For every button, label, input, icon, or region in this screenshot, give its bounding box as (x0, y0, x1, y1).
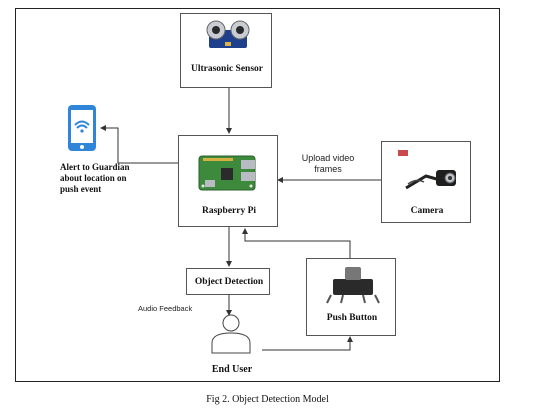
ultrasonic-sensor-label: Ultrasonic Sensor (190, 64, 264, 74)
raspberry-pi-node: Raspberry Pi (178, 135, 278, 227)
raspberry-pi-board-icon (198, 155, 256, 191)
edge-pi-to-phone (100, 125, 178, 164)
object-detection-node: Object Detection (186, 268, 270, 295)
push-button-node: Push Button (306, 258, 396, 336)
ultrasonic-sensor-icon (206, 20, 250, 48)
edge-button-to-pi (242, 228, 351, 258)
upload-video-frames-label: Upload video frames (301, 153, 355, 174)
object-detection-label: Object Detection (194, 277, 264, 287)
audio-feedback-label: Audio Feedback (138, 304, 193, 313)
webcam-icon (398, 150, 456, 190)
camera-label: Camera (410, 206, 444, 216)
edge-user-to-button (262, 336, 353, 351)
diagram-frame (15, 8, 500, 382)
user-icon (211, 314, 251, 354)
push-button-icon (326, 267, 380, 304)
figure-caption: Fig 2. Object Detection Model (206, 394, 329, 405)
ultrasonic-sensor-node: Ultrasonic Sensor (180, 13, 272, 88)
alert-guardian-label: Alert to Guardian about location on push… (60, 162, 130, 194)
smartphone-wifi-icon (68, 105, 96, 151)
raspberry-pi-label: Raspberry Pi (201, 206, 257, 216)
camera-node: Camera (381, 141, 471, 223)
end-user-label: End User (211, 364, 253, 375)
push-button-label: Push Button (326, 313, 378, 323)
